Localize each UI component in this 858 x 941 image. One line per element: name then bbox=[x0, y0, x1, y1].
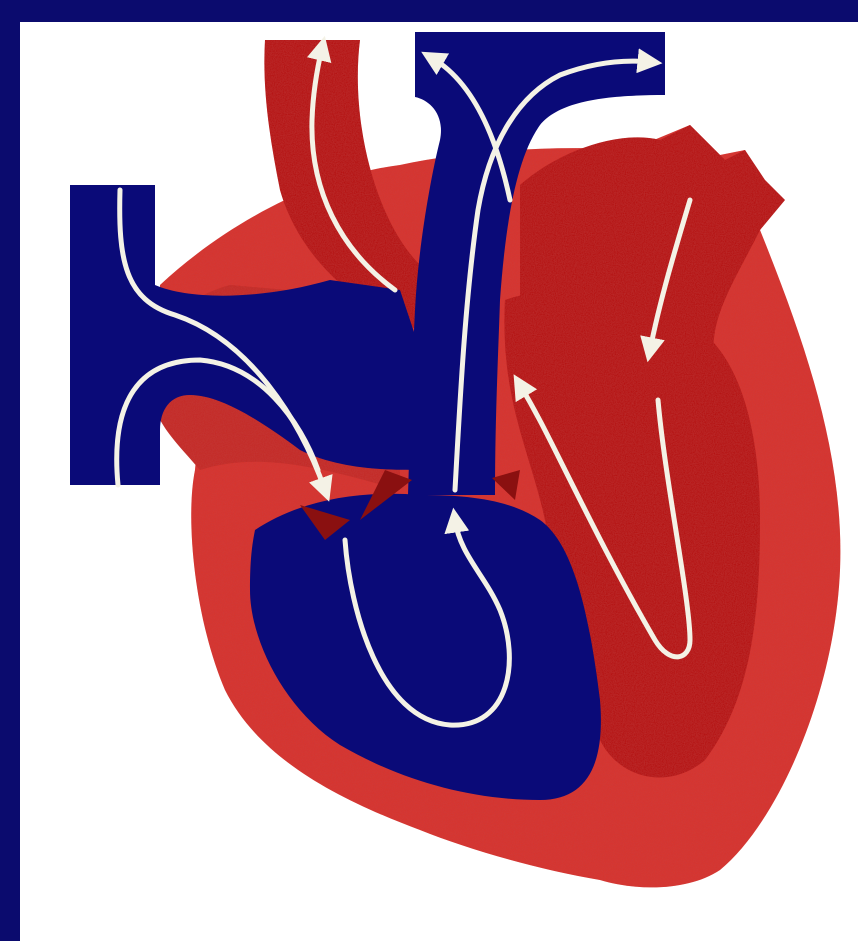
heart-diagram bbox=[20, 22, 858, 941]
slide-panel bbox=[20, 22, 858, 941]
